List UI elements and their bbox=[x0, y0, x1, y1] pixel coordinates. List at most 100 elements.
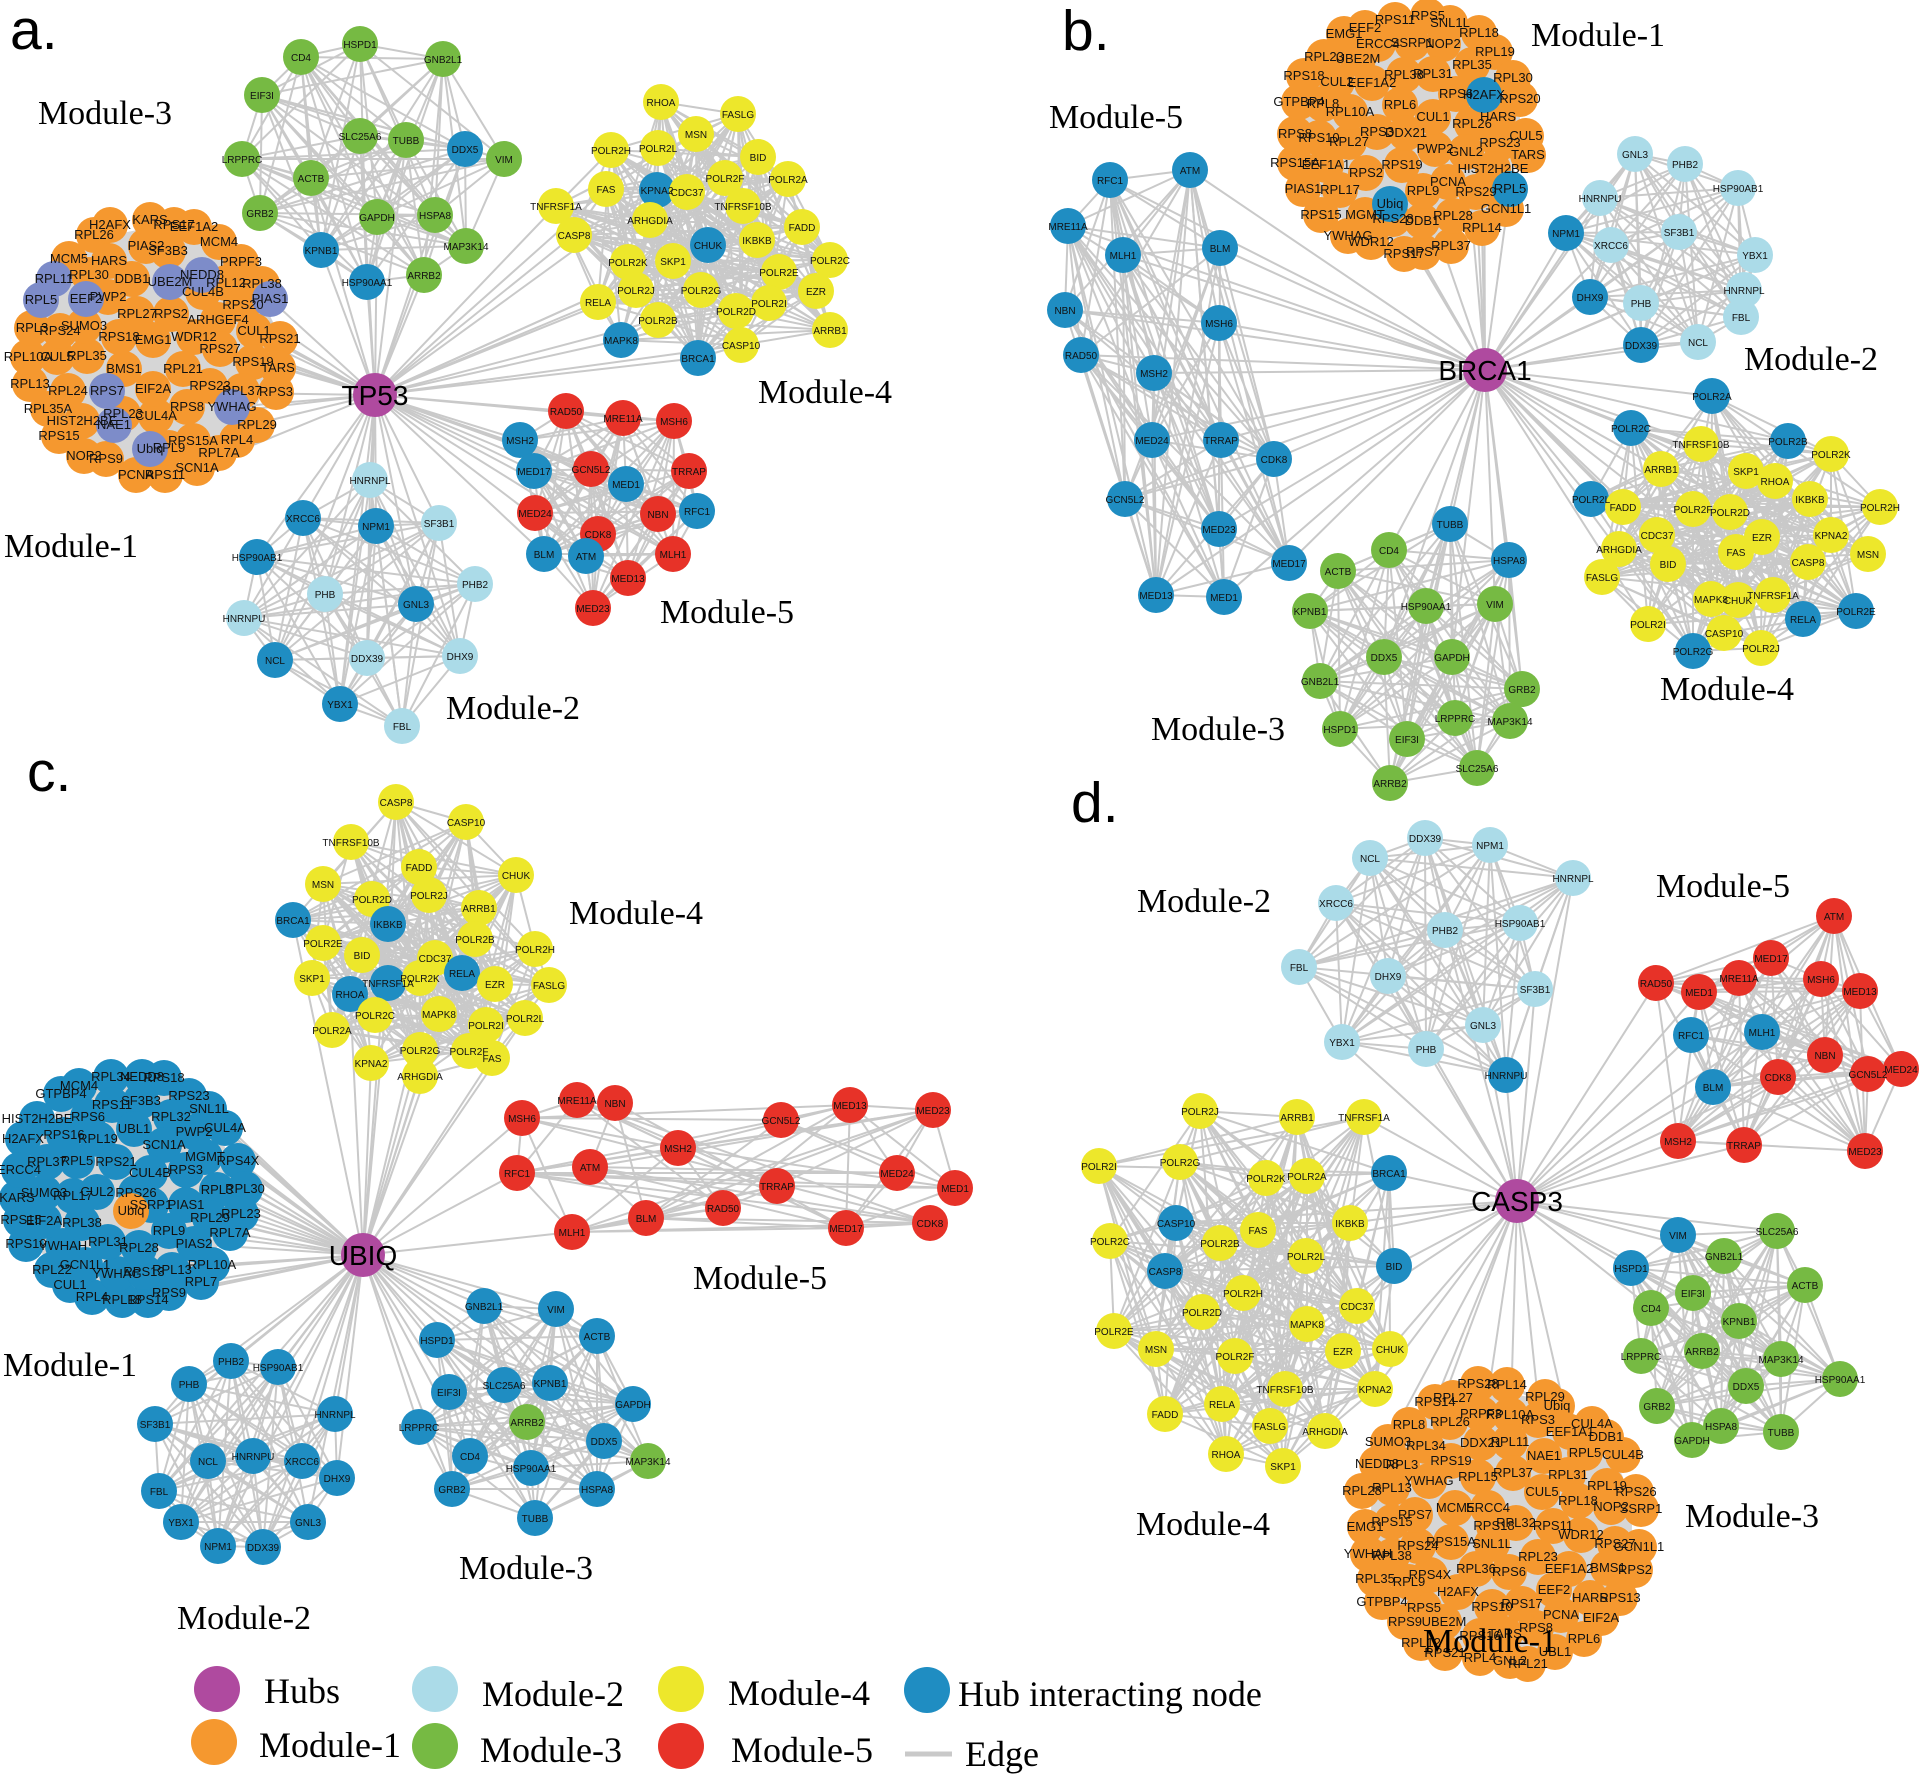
svg-text:NBN: NBN bbox=[604, 1099, 625, 1110]
svg-text:RAD50: RAD50 bbox=[707, 1204, 740, 1215]
svg-text:RPS27: RPS27 bbox=[199, 341, 240, 356]
svg-text:RPL18: RPL18 bbox=[1459, 25, 1499, 40]
svg-text:GNL3: GNL3 bbox=[1622, 150, 1649, 161]
svg-text:HSP90AB1: HSP90AB1 bbox=[232, 553, 283, 564]
svg-text:RPL9: RPL9 bbox=[1407, 183, 1440, 198]
svg-text:RPL10A: RPL10A bbox=[1486, 1407, 1535, 1422]
svg-text:YBX1: YBX1 bbox=[1742, 251, 1768, 262]
svg-text:RAD50: RAD50 bbox=[1640, 979, 1673, 990]
svg-text:TRRAP: TRRAP bbox=[760, 1182, 794, 1193]
svg-text:MED23: MED23 bbox=[576, 604, 610, 615]
svg-text:RPL10A: RPL10A bbox=[188, 1257, 237, 1272]
svg-text:HSPA8: HSPA8 bbox=[581, 1485, 613, 1496]
svg-text:CUL4B: CUL4B bbox=[129, 1165, 171, 1180]
svg-text:RPL15: RPL15 bbox=[1458, 1469, 1498, 1484]
svg-text:MED23: MED23 bbox=[1848, 1147, 1882, 1158]
svg-text:TARS: TARS bbox=[261, 360, 295, 375]
svg-text:HSP90AB1: HSP90AB1 bbox=[1495, 919, 1546, 930]
svg-text:SLC25A6: SLC25A6 bbox=[1456, 764, 1499, 775]
svg-text:FASLG: FASLG bbox=[722, 110, 754, 121]
svg-text:RPL6: RPL6 bbox=[1568, 1631, 1601, 1646]
svg-text:RPL4: RPL4 bbox=[1464, 1650, 1497, 1665]
svg-text:Module-1: Module-1 bbox=[4, 528, 138, 565]
svg-text:CUL2: CUL2 bbox=[80, 1184, 113, 1199]
svg-text:HIST2H2BE: HIST2H2BE bbox=[47, 413, 118, 428]
svg-text:TRRAP: TRRAP bbox=[1204, 436, 1238, 447]
svg-text:RPL36: RPL36 bbox=[1456, 1561, 1496, 1576]
svg-text:MLH1: MLH1 bbox=[1749, 1028, 1776, 1039]
svg-text:POLR2D: POLR2D bbox=[352, 895, 392, 906]
svg-text:EIF3I: EIF3I bbox=[1395, 735, 1419, 746]
svg-text:RPL5: RPL5 bbox=[1494, 181, 1527, 196]
svg-text:RPS13: RPS13 bbox=[123, 1264, 164, 1279]
svg-text:RELA: RELA bbox=[1209, 1400, 1235, 1411]
svg-text:POLR2J: POLR2J bbox=[1742, 644, 1780, 655]
svg-text:RPS15A: RPS15A bbox=[168, 433, 218, 448]
svg-text:RPL13: RPL13 bbox=[152, 1262, 192, 1277]
svg-text:ATM: ATM bbox=[1824, 912, 1844, 923]
svg-text:YBX1: YBX1 bbox=[327, 700, 353, 711]
svg-text:HSPA8: HSPA8 bbox=[1493, 556, 1525, 567]
svg-text:HSP90AA1: HSP90AA1 bbox=[1815, 1375, 1866, 1386]
svg-text:POLR2I: POLR2I bbox=[751, 299, 787, 310]
svg-text:BRCA1: BRCA1 bbox=[681, 354, 715, 365]
svg-text:RPL12: RPL12 bbox=[1401, 1635, 1441, 1650]
svg-text:RPL4: RPL4 bbox=[76, 1289, 109, 1304]
svg-text:RPL5: RPL5 bbox=[1569, 1445, 1602, 1460]
svg-text:ERCC4: ERCC4 bbox=[1466, 1500, 1510, 1515]
svg-text:RPL14: RPL14 bbox=[1487, 1377, 1527, 1392]
svg-text:KPNB1: KPNB1 bbox=[1723, 1317, 1756, 1328]
svg-text:RPS8: RPS8 bbox=[1278, 126, 1312, 141]
svg-text:MSH6: MSH6 bbox=[1807, 975, 1835, 986]
svg-text:RPL14: RPL14 bbox=[1462, 220, 1502, 235]
svg-text:RPL3: RPL3 bbox=[201, 1182, 234, 1197]
svg-text:RHOA: RHOA bbox=[336, 990, 365, 1001]
svg-text:POLR2A: POLR2A bbox=[768, 175, 808, 186]
svg-text:DDB1: DDB1 bbox=[1589, 1429, 1624, 1444]
svg-text:PRPF3: PRPF3 bbox=[1460, 1406, 1502, 1421]
svg-text:RPS7: RPS7 bbox=[90, 383, 124, 398]
svg-text:BID: BID bbox=[750, 153, 767, 164]
svg-text:MED13: MED13 bbox=[833, 1101, 867, 1112]
svg-text:RPL31: RPL31 bbox=[1413, 66, 1453, 81]
svg-text:GCN5L2: GCN5L2 bbox=[572, 465, 611, 476]
svg-text:CUL4B: CUL4B bbox=[182, 284, 224, 299]
svg-text:RPS19: RPS19 bbox=[1381, 157, 1422, 172]
svg-text:RPS15: RPS15 bbox=[38, 428, 79, 443]
svg-text:RPL21: RPL21 bbox=[163, 361, 203, 376]
svg-text:WDR12: WDR12 bbox=[1348, 234, 1394, 249]
svg-text:PWP2: PWP2 bbox=[90, 289, 127, 304]
svg-text:BID: BID bbox=[1660, 560, 1677, 571]
svg-text:RPL28: RPL28 bbox=[1342, 1483, 1382, 1498]
svg-text:GTPBP4: GTPBP4 bbox=[35, 1086, 86, 1101]
svg-text:CHUK: CHUK bbox=[1376, 1345, 1405, 1356]
svg-text:RPS19: RPS19 bbox=[232, 354, 273, 369]
svg-text:MAPK8: MAPK8 bbox=[604, 336, 638, 347]
svg-text:POLR2B: POLR2B bbox=[1200, 1239, 1240, 1250]
svg-text:RPL9: RPL9 bbox=[1393, 1574, 1426, 1589]
svg-text:RPL19: RPL19 bbox=[1475, 44, 1515, 59]
svg-text:FBL: FBL bbox=[393, 722, 412, 733]
svg-text:SF3B1: SF3B1 bbox=[1520, 985, 1551, 996]
svg-text:POLR2G: POLR2G bbox=[400, 1046, 441, 1057]
svg-text:XRCC6: XRCC6 bbox=[1319, 899, 1353, 910]
svg-text:ARHGDIA: ARHGDIA bbox=[627, 216, 673, 227]
svg-text:TRRAP: TRRAP bbox=[672, 467, 706, 478]
svg-text:YWHAG: YWHAG bbox=[1323, 228, 1372, 243]
svg-text:CDK8: CDK8 bbox=[1261, 455, 1288, 466]
svg-text:ARRB1: ARRB1 bbox=[1280, 1113, 1314, 1124]
svg-text:Module-2: Module-2 bbox=[177, 1600, 311, 1637]
svg-text:VIM: VIM bbox=[1669, 1231, 1687, 1242]
svg-text:GNB2L1: GNB2L1 bbox=[465, 1302, 504, 1313]
svg-text:EIF3I: EIF3I bbox=[1681, 1289, 1705, 1300]
svg-text:UBE2M: UBE2M bbox=[1422, 1614, 1467, 1629]
svg-text:RPL19: RPL19 bbox=[1587, 1478, 1627, 1493]
svg-text:DHX9: DHX9 bbox=[1375, 972, 1402, 983]
svg-text:NPM1: NPM1 bbox=[1552, 229, 1580, 240]
svg-text:GNL3: GNL3 bbox=[403, 600, 430, 611]
svg-text:MED23: MED23 bbox=[1202, 525, 1236, 536]
svg-text:TNFRSF1A: TNFRSF1A bbox=[530, 202, 582, 213]
svg-text:XRCC6: XRCC6 bbox=[286, 514, 320, 525]
svg-text:Module-5: Module-5 bbox=[1049, 99, 1183, 136]
svg-text:TARS: TARS bbox=[1511, 147, 1545, 162]
